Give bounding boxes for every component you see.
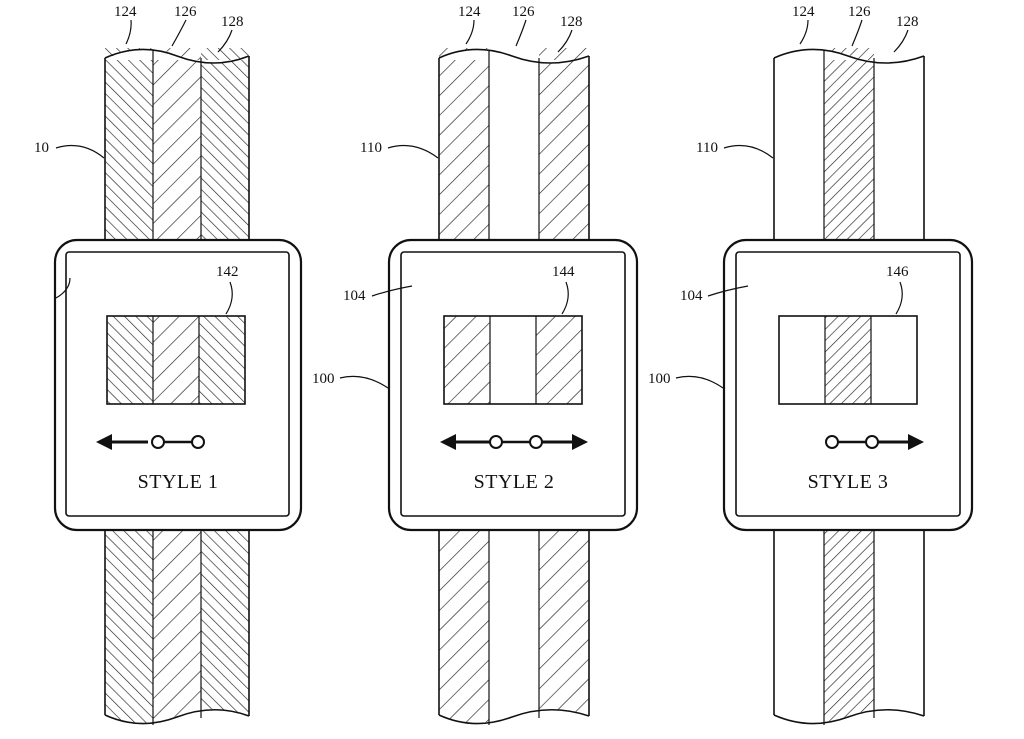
band-bottom [773,528,925,739]
ref-strip-126: 126 [848,4,871,20]
band-bottom [104,528,250,739]
swipe-indicator [825,434,924,450]
drag-handle-icon [151,435,205,449]
arrow-left-icon [96,434,148,450]
ref-strip-124: 124 [458,4,481,20]
ref-strip-124: 124 [114,4,137,20]
ref-band: 110 [696,140,718,156]
band-bottom [438,528,590,739]
ref-band: 110 [360,140,382,156]
ref-strip-128: 128 [896,14,919,30]
swipe-indicator [440,434,588,450]
band-top [438,48,590,243]
style-preview [106,315,246,405]
drag-handle-icon [489,435,543,449]
swipe-indicator [96,434,205,450]
arrow-right-icon [878,434,924,450]
watch-style-3: STYLE 3 124 126 128 110 104 100 146 [648,4,974,739]
band-top [773,48,925,243]
ref-strip-128: 128 [560,14,583,30]
ref-strip-126: 126 [512,4,535,20]
ref-strip-124: 124 [792,4,815,20]
reference-labels: 124 126 128 110 104 100 144 [312,4,583,389]
ref-strip-126: 126 [174,4,197,20]
ref-face: 104 [680,288,703,304]
arrow-left-icon [440,434,490,450]
style-preview [443,315,583,405]
watch-style-2: STYLE 2 124 126 128 110 104 100 144 [312,4,639,739]
ref-preview: 144 [552,264,575,280]
ref-preview: 146 [886,264,909,280]
style-label: STYLE 2 [474,471,555,493]
ref-frame: 100 [648,371,671,387]
ref-strip-128: 128 [221,14,244,30]
style-label: STYLE 1 [138,471,219,493]
band-top [104,48,250,243]
reference-labels: 124 126 128 110 104 100 146 [648,4,919,389]
ref-preview: 142 [216,264,239,280]
drag-handle-icon [825,435,879,449]
ref-frame: 10 [34,140,49,156]
style-preview [778,315,918,405]
style-label: STYLE 3 [808,471,889,493]
ref-face: 104 [343,288,366,304]
reference-labels: 124 126 128 10 142 [34,4,244,315]
watch-style-1: STYLE 1 124 126 128 10 142 [34,4,303,739]
ref-frame: 100 [312,371,335,387]
arrow-right-icon [542,434,588,450]
